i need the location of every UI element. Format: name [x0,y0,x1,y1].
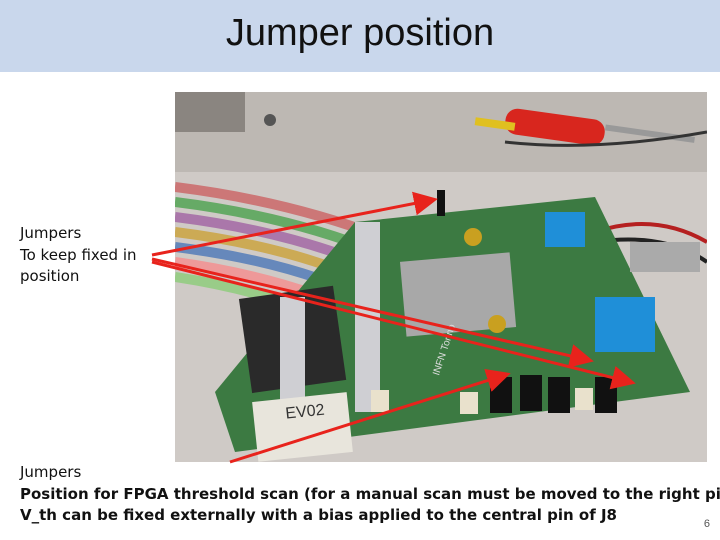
title-bar: Jumper position [0,0,720,72]
fixed-jumpers-note: Jumpers To keep fixed in position [20,223,170,288]
threshold-jumpers-line3: V_th can be fixed externally with a bias… [20,506,617,524]
fixed-jumpers-line1: Jumpers [20,224,82,242]
threshold-jumpers-line1: Jumpers [20,463,82,481]
threshold-jumpers-note: Jumpers Position for FPGA threshold scan… [20,462,720,527]
threshold-jumpers-line2: Position for FPGA threshold scan (for a … [20,484,720,503]
fixed-jumpers-line2: To keep fixed in [20,245,137,264]
slide-title: Jumper position [225,12,495,54]
board-photo: EV02 INFN Torino [175,92,707,462]
board-photo-illustration: EV02 INFN Torino [175,92,707,462]
page-number: 6 [703,518,710,530]
single-jumper [437,190,445,216]
fixed-jumpers-line3: position [20,267,80,285]
